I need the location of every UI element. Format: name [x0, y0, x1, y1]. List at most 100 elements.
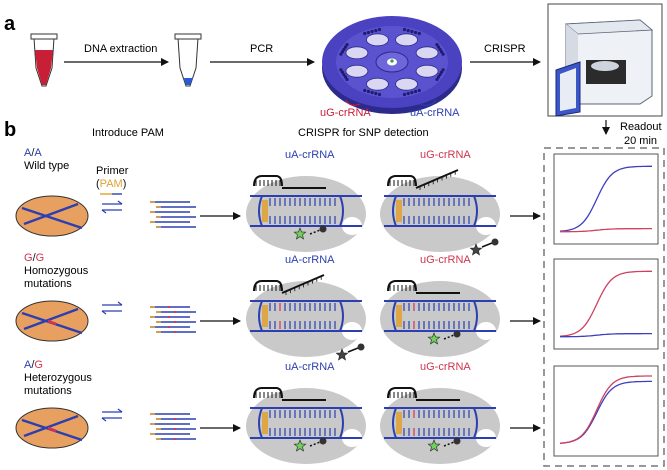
disc-chamber [415, 42, 445, 60]
fluorescence-curve [559, 375, 652, 444]
disc-chamber [363, 27, 389, 47]
dark-star-icon [335, 348, 349, 361]
cas12-complex [380, 387, 500, 464]
green-star-icon [427, 439, 441, 452]
amplicons [150, 201, 196, 228]
crrna-hairpin [253, 387, 283, 399]
step-crispr: CRISPR [484, 43, 526, 55]
cas12-complex [246, 387, 366, 464]
genotype-label: G/G [24, 252, 44, 264]
reporter-cleaved [293, 437, 327, 452]
amplicons [150, 306, 196, 333]
target-dna [250, 300, 362, 332]
crrna-hairpin [387, 387, 417, 399]
panel-b-label: b [4, 119, 16, 141]
reporter-cleaved [293, 225, 327, 240]
panel-a-label: a [4, 13, 16, 35]
fluorescence-curve [560, 332, 652, 338]
fluorescence-curve [559, 165, 652, 232]
disc-label-uA: uA-crRNA [410, 107, 460, 119]
quencher [319, 437, 327, 445]
disc-chamber [395, 77, 421, 97]
crrna-hairpin [387, 280, 417, 292]
green-star-icon [427, 332, 441, 345]
target-dna [250, 195, 362, 227]
green-star-icon [293, 439, 307, 452]
chromosome [23, 307, 79, 331]
crrna-hairpin [387, 175, 417, 187]
readout-time: 20 min [624, 135, 657, 147]
dark-star-icon [469, 243, 483, 256]
reporter-cleaved [427, 330, 461, 345]
mutation-site [47, 319, 57, 326]
cas12-complex [380, 169, 500, 256]
pam-site [262, 412, 268, 434]
target-dna [384, 195, 496, 227]
readout-frame [543, 147, 665, 467]
crrna-label-uG: uG-crRNA [420, 149, 471, 161]
genotype-desc: Homozygous [24, 265, 89, 277]
green-star-icon [293, 227, 307, 240]
disc-chamber [339, 42, 369, 60]
primer-label: Primer [96, 165, 129, 177]
cell [15, 300, 89, 342]
cell [15, 195, 89, 237]
chromosome [21, 206, 83, 230]
primer-pair [101, 200, 123, 214]
target-dna [384, 407, 496, 439]
readout-plot [553, 153, 659, 245]
cas12-complex [246, 175, 366, 252]
readout-plot [553, 365, 659, 457]
genotype-label: A/A [24, 147, 42, 159]
cas12-complex [380, 280, 500, 357]
target-dna [250, 407, 362, 439]
step-pcr: PCR [250, 43, 273, 55]
readout-device [547, 3, 663, 117]
amplicons [150, 413, 196, 440]
disc-label-uG: uG-crRNA [320, 107, 371, 119]
sample-tube-blue [174, 33, 202, 87]
crrna-hairpin [253, 175, 283, 187]
primer-pair [101, 408, 123, 422]
quencher [453, 437, 461, 445]
crrna-label-uG: uG-crRNA [420, 361, 471, 373]
quencher [319, 225, 327, 233]
fluorescence-curve [559, 270, 652, 337]
genotype-desc: mutations [24, 278, 72, 290]
disc-bracket-uA [419, 99, 437, 106]
cas12-complex [246, 274, 366, 361]
crrna-hairpin [253, 280, 283, 292]
reporter-intact [469, 238, 499, 256]
crrna-label-uG: uG-crRNA [420, 254, 471, 266]
genotype-desc: mutations [24, 385, 72, 397]
disc-bracket-uG [345, 99, 361, 106]
title-introduce-pam: Introduce PAM [92, 127, 164, 139]
title-crispr-snp: CRISPR for SNP detection [298, 127, 429, 139]
disc-chamber [415, 64, 445, 82]
pam-site [396, 200, 402, 222]
crrna-label-uA: uA-crRNA [285, 149, 335, 161]
crrna-label-uA: uA-crRNA [285, 254, 335, 266]
readout-plot [553, 258, 659, 350]
fluorescence-curve [560, 227, 652, 233]
quencher [453, 330, 461, 338]
genotype-label: A/G [24, 359, 43, 371]
disc-chamber [395, 27, 421, 47]
quencher [357, 343, 365, 351]
microfluidic-disc [322, 16, 462, 114]
genotype-desc: Wild type [24, 160, 69, 172]
primer-pair [101, 301, 123, 315]
pam-site [396, 305, 402, 327]
step-dna-extraction: DNA extraction [84, 43, 157, 55]
sample-tube-red [30, 33, 58, 87]
target-dna [384, 300, 496, 332]
cell [15, 407, 89, 449]
reporter-cleaved [427, 437, 461, 452]
mutation-site [47, 426, 57, 433]
readout-label: Readout [620, 121, 662, 133]
pam-site [262, 200, 268, 222]
